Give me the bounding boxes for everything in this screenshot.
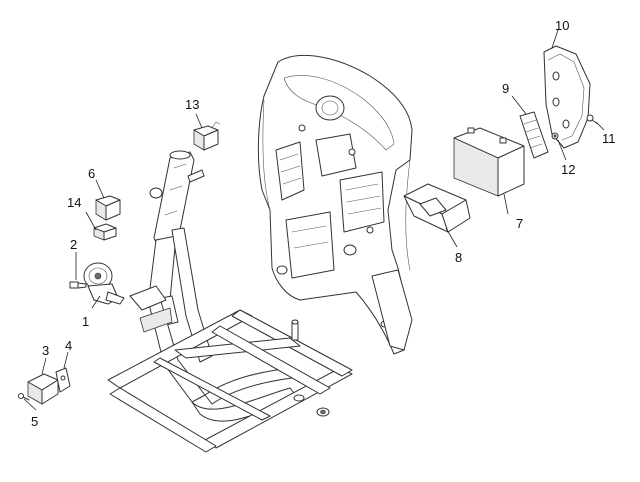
callout-12: 12	[561, 162, 575, 177]
callout-8: 8	[455, 250, 462, 265]
callout-5: 5	[31, 414, 38, 429]
callout-3: 3	[42, 343, 49, 358]
callout-4: 4	[65, 338, 72, 353]
part-2-screw	[69, 281, 87, 289]
callout-labels: 1 2 3 4 5 6 7 8 9 10 11 12 13 14	[31, 18, 616, 429]
part-8-battery-tray	[403, 183, 471, 233]
part-3-relay	[27, 373, 59, 405]
callout-11: 11	[602, 131, 616, 146]
part-11-screw	[586, 114, 599, 125]
callout-7: 7	[516, 216, 523, 231]
frame-chassis	[107, 150, 353, 453]
part-9-fuse-block	[519, 111, 549, 159]
callout-1: 1	[82, 314, 89, 329]
leader-lines	[23, 29, 605, 411]
callout-6: 6	[88, 166, 95, 181]
part-5-screw	[18, 393, 30, 401]
callout-13: 13	[185, 97, 199, 112]
part-10-cover	[543, 45, 591, 149]
part-12-nut	[551, 132, 559, 140]
part-6-relay	[95, 195, 121, 221]
part-7-battery	[453, 127, 525, 197]
callout-14: 14	[67, 195, 81, 210]
leg-shield-panel	[257, 54, 413, 355]
callout-10: 10	[555, 18, 569, 33]
callout-2: 2	[70, 237, 77, 252]
part-1-horn	[83, 262, 125, 305]
callout-9: 9	[502, 81, 509, 96]
part-4-bracket	[55, 367, 71, 393]
part-13-relay	[193, 121, 221, 151]
part-14-small-relay	[93, 223, 117, 241]
